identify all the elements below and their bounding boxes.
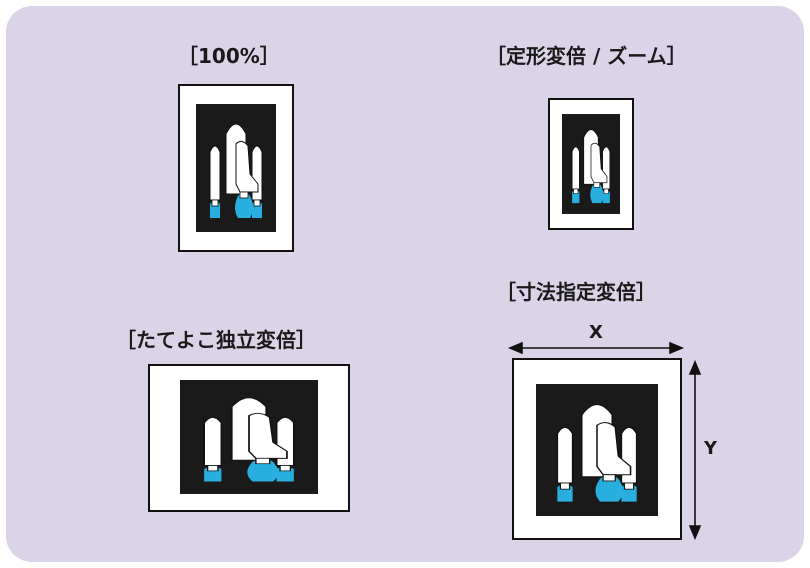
frame-fixed-zoom (548, 98, 634, 230)
label-100-percent: ［100%］ (178, 44, 280, 68)
label-dimension-zoom: ［寸法指定変倍］ (496, 280, 656, 304)
shuttle-image-dimension (536, 384, 658, 516)
shuttle-image-xy-independent (180, 380, 318, 494)
diagram-panel: ［100%］ ［定形変倍 / ズーム］ ［たてよこ独立変倍］ ［寸法指定変倍］ (6, 6, 804, 562)
frame-100-percent (178, 84, 294, 252)
label-fixed-zoom: ［定形変倍 / ズーム］ (486, 44, 687, 68)
x-axis-label: X (589, 322, 603, 343)
shuttle-image-fixed-zoom (562, 114, 620, 214)
shuttle-image-100 (196, 104, 276, 232)
frame-dimension-zoom (512, 358, 682, 540)
y-axis-label: Y (704, 438, 718, 459)
dimension-arrows (507, 341, 702, 541)
frame-xy-independent (148, 364, 350, 512)
label-xy-independent: ［たてよこ独立変倍］ (116, 328, 316, 352)
